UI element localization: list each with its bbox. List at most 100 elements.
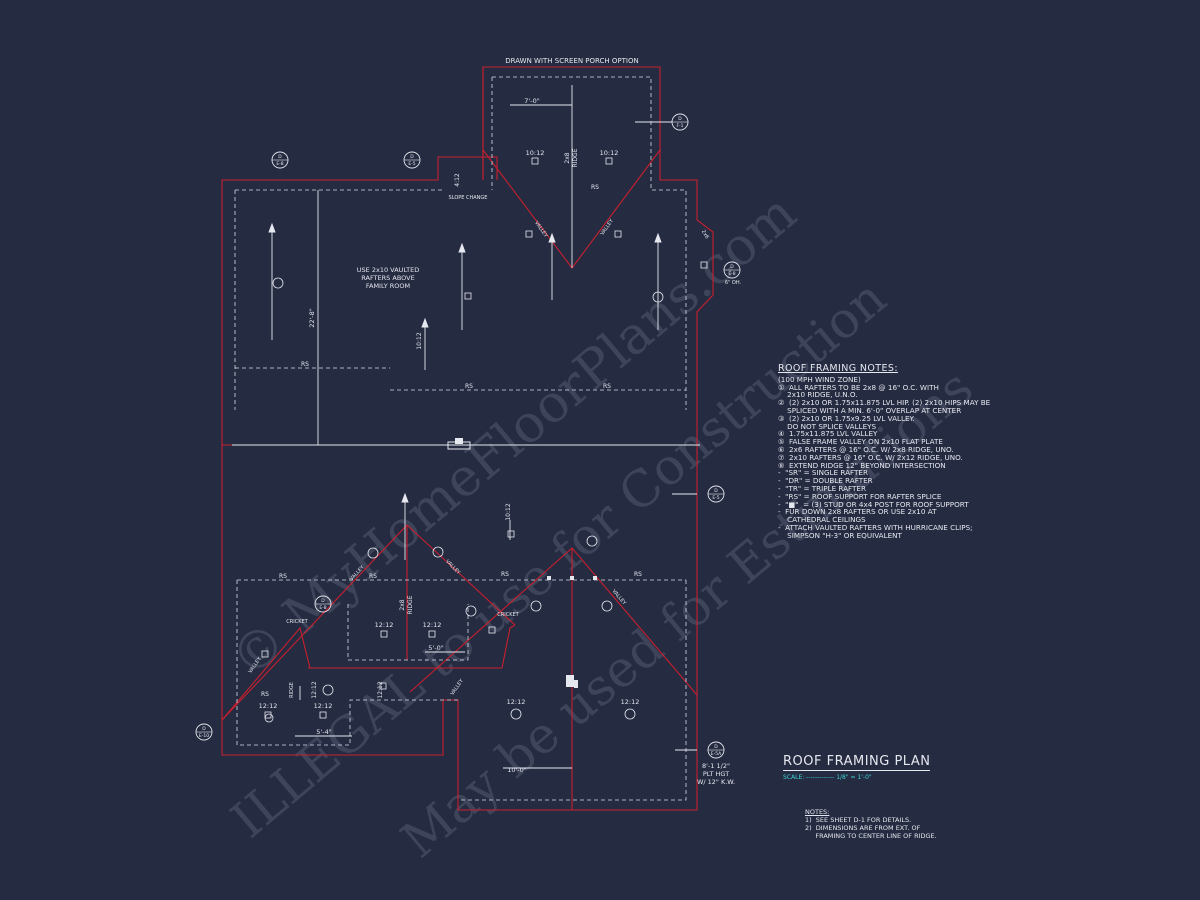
section-markers: D E-8 D E-5 D F-1 D E-8 D E-5	[195, 113, 741, 759]
drawing-title-block: ROOF FRAMING PLAN SCALE: ------------- 1…	[783, 754, 931, 781]
svg-text:E-8: E-8	[276, 161, 283, 167]
rs-label: RS	[634, 571, 642, 578]
pitch-label: 12:12	[259, 702, 278, 710]
sheet-note-line: 2) DIMENSIONS ARE FROM EXT. OF	[805, 824, 921, 832]
pitch-label: 2x6	[700, 229, 710, 240]
vaulted-note-2: RAFTERS ABOVE	[361, 274, 414, 282]
rs-label: RS	[591, 184, 599, 191]
svg-text:D: D	[410, 154, 414, 160]
section-marker: D E-5	[403, 151, 421, 169]
rs-label: RS	[369, 573, 377, 580]
section-marker: D F-1	[671, 113, 689, 131]
pitch-label: 12:12	[423, 621, 442, 629]
valley-label: VALLEY	[611, 588, 628, 607]
note-line: SPLICED WITH A MIN. 6'-0" OVERLAP AT CEN…	[778, 405, 962, 415]
svg-text:E-8: E-8	[728, 271, 735, 277]
pitch-label: 12:12	[311, 681, 318, 698]
note-line: ⑦ 2x10 RAFTERS @ 16" O.C. W/ 2x12 RIDGE,…	[778, 452, 963, 462]
roof-framing-notes-heading: ROOF FRAMING NOTES:	[778, 363, 898, 374]
note-line: ⑧ EXTEND RIDGE 12" BEYOND INTERSECTION	[778, 460, 946, 470]
note-line: SIMPSON "H-3" OR EQUIVALENT	[778, 530, 902, 540]
pitch-label: 12:12	[375, 621, 394, 629]
cricket-label: CRICKET	[497, 612, 519, 618]
cricket-label: CRICKET	[286, 619, 308, 625]
pitch-label: 12:12	[314, 702, 333, 710]
dim-bottom: 10'-0"	[507, 766, 527, 774]
rs-label: RS	[279, 573, 287, 580]
note-line: CATHEDRAL CEILINGS	[778, 515, 866, 525]
section-marker: D E-5	[707, 485, 725, 503]
note-line: ② (2) 2x10 OR 1.75x11.875 LVL HIP. (2) 2…	[778, 398, 991, 408]
note-line: DO NOT SPLICE VALLEYS	[778, 421, 877, 431]
overhang-label: 6" OH.	[725, 280, 742, 286]
dim-left-height: 22'-8"	[308, 308, 316, 328]
ridge-top-label-1: 2x8	[564, 152, 571, 163]
sheet-note-line: 1) SEE SHEET D-1 FOR DETAILS.	[805, 816, 912, 824]
note-line: - "SR" = SINGLE RAFTER	[778, 468, 868, 478]
pitch-label: 10:12	[416, 332, 423, 349]
sheet-note-line: FRAMING TO CENTER LINE OF RIDGE.	[805, 832, 937, 840]
pitch-label: 12:12	[621, 698, 640, 706]
plt-hgt-2: PLT HGT	[703, 770, 729, 778]
svg-text:D: D	[730, 264, 734, 270]
svg-text:D: D	[202, 726, 206, 732]
note-line: ⑥ 2x6 RAFTERS @ 16" O.C. W/ 2x8 RIDGE, U…	[778, 444, 954, 454]
note-reference-circles	[264, 277, 664, 723]
svg-text:D: D	[278, 154, 282, 160]
rs-label: RS	[301, 361, 309, 368]
note-line: - "■" = (3) STUD OR 4x4 POST FOR ROOF SU…	[778, 499, 969, 509]
svg-text:E-5A: E-5A	[711, 751, 722, 757]
svg-text:D: D	[678, 116, 682, 122]
section-marker: D E-8	[723, 261, 741, 279]
svg-text:E-8: E-8	[319, 605, 326, 611]
pitch-label: 12:12	[507, 698, 526, 706]
rs-label: RS	[603, 383, 611, 390]
note-line: 2x10 RIDGE, U.N.O.	[778, 390, 858, 400]
ridge-left-label-2: RIDGE	[407, 595, 414, 614]
support-posts	[447, 438, 597, 688]
svg-text:E-5: E-5	[408, 161, 415, 167]
note-line: - "RS" = ROOF SUPPORT FOR RAFTER SPLICE	[778, 491, 942, 501]
vaulted-note-1: USE 2x10 VAULTED	[357, 266, 419, 274]
svg-text:D: D	[321, 598, 325, 604]
note-line: - "DR" = DOUBLE RAFTER	[778, 476, 873, 486]
drawing-title: ROOF FRAMING PLAN	[783, 754, 931, 771]
note-line: - "TR" = TRIPLE RAFTER	[778, 483, 866, 493]
note-line: - FUR DOWN 2x8 RAFTERS OR USE 2x10 AT	[778, 507, 937, 517]
rs-label: RS	[261, 691, 269, 698]
wall-lines	[234, 76, 687, 801]
screen-porch-note: DRAWN WITH SCREEN PORCH OPTION	[505, 57, 638, 65]
dim-left: 5'-4"	[316, 728, 331, 736]
plt-hgt-3: W/ 12" K.W.	[697, 778, 735, 786]
rs-label: RS	[465, 383, 473, 390]
pitch-label: 10:12	[505, 503, 512, 520]
note-line: ③ (2) 2x10 OR 1.75x9.25 LVL VALLEY.	[778, 413, 915, 423]
section-marker: D E-8	[314, 595, 332, 613]
sheet-notes: NOTES: 1) SEE SHEET D-1 FOR DETAILS. 2) …	[805, 808, 937, 840]
pitch-label: 12:12	[377, 681, 384, 698]
plt-hgt-1: 8'-1 1/2"	[702, 762, 730, 770]
rafter-tags	[261, 157, 708, 719]
note-line: ⑤ FALSE FRAME VALLEY ON 2x10 FLAT PLATE	[778, 437, 943, 447]
ridge-left-label-1: 2x8	[399, 599, 406, 610]
dim-mid: 5'-0"	[428, 644, 443, 652]
section-marker: D E-10	[195, 723, 213, 741]
section-marker: D E-5A	[707, 741, 725, 759]
svg-text:F-1: F-1	[676, 123, 683, 129]
roof-framing-notes: ROOF FRAMING NOTES: (100 MPH WIND ZONE) …	[778, 363, 1018, 540]
note-line: (100 MPH WIND ZONE)	[778, 374, 861, 384]
note-line: ④ 1.75x11.875 LVL VALLEY	[778, 429, 878, 439]
vaulted-note-3: FAMILY ROOM	[366, 282, 410, 290]
pitch-label: 4:12	[454, 173, 461, 187]
rafter-arrows	[268, 222, 662, 700]
svg-text:D: D	[714, 744, 718, 750]
sheet-notes-heading: NOTES:	[805, 808, 830, 816]
pitch-label: 10:12	[600, 149, 619, 157]
svg-text:E-5: E-5	[712, 495, 719, 501]
dim-porch-width: 7'-0"	[524, 97, 539, 105]
svg-text:D: D	[714, 488, 718, 494]
ridge-small-label: RIDGE	[289, 682, 295, 698]
svg-text:E-10: E-10	[199, 733, 209, 739]
valley-label: VALLEY	[533, 220, 549, 239]
